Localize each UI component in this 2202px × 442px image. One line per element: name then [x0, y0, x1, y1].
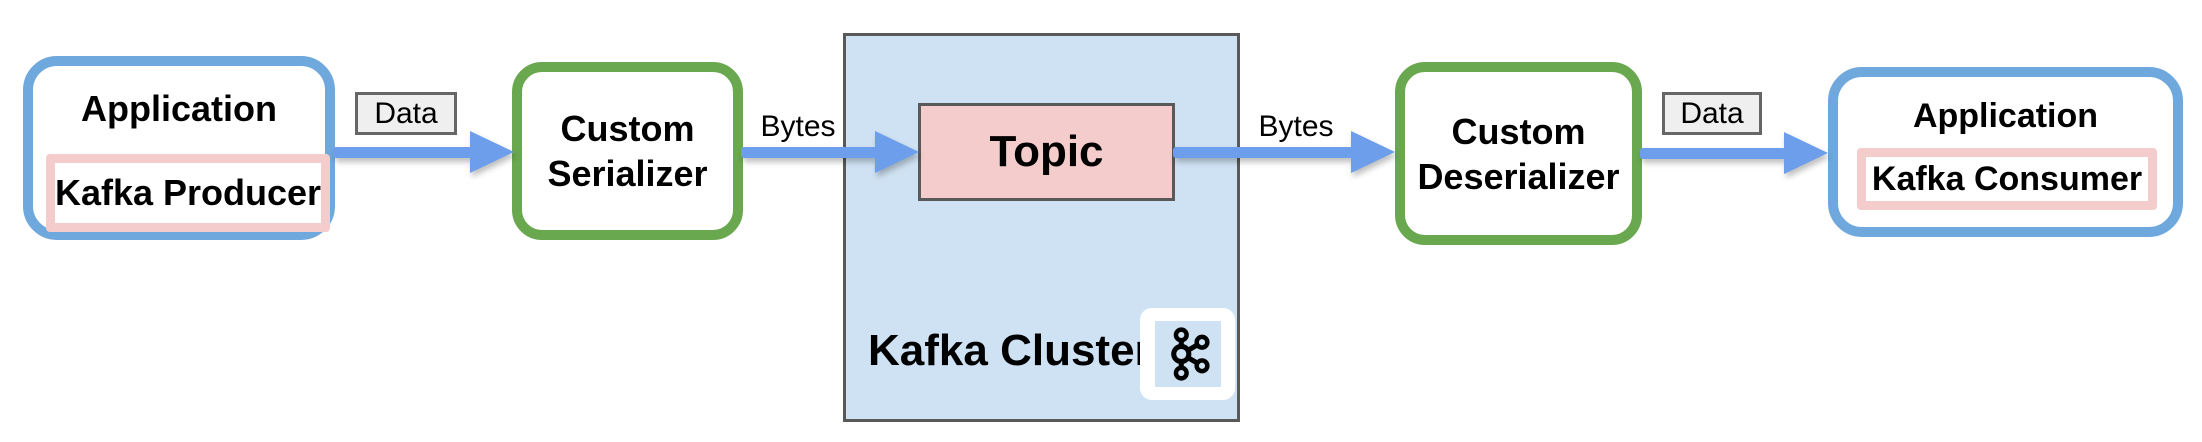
- arrow-shaft: [741, 147, 877, 158]
- kafka-cluster-box: Topic Kafka Cluster: [843, 33, 1240, 422]
- consumer-application-title: Application: [1912, 97, 2099, 135]
- kafka-cluster-title: Kafka Cluster: [868, 326, 1152, 375]
- arrow-shaft: [1640, 148, 1786, 159]
- arrow-head-icon: [1784, 132, 1828, 174]
- arrow-producer-to-serializer: [333, 131, 514, 173]
- arrow-head-icon: [875, 131, 919, 173]
- arrow-head-icon: [470, 131, 514, 173]
- kafka-producer-box: Kafka Producer: [46, 154, 330, 232]
- custom-serializer-box: Custom Serializer: [512, 62, 743, 240]
- kafka-logo-frame: [1140, 308, 1235, 400]
- arrow-deserializer-to-consumer: [1640, 132, 1828, 174]
- data-tag-consumer: Data: [1662, 92, 1762, 135]
- kafka-logo-background: [1154, 321, 1221, 387]
- producer-application-title: Application: [81, 88, 277, 129]
- arrow-shaft: [1173, 147, 1353, 158]
- arrow-topic-to-deserializer: [1173, 131, 1395, 173]
- arrow-head-icon: [1351, 131, 1395, 173]
- kafka-logo-icon: [1170, 327, 1210, 381]
- arrow-serializer-to-topic: [741, 131, 919, 173]
- custom-deserializer-box: Custom Deserializer: [1395, 62, 1642, 245]
- data-tag-producer: Data: [355, 92, 457, 135]
- arrow-shaft: [333, 147, 472, 158]
- consumer-application-box: Application Kafka Consumer: [1828, 67, 2183, 237]
- producer-application-box: Application Kafka Producer: [23, 56, 335, 240]
- topic-box: Topic: [918, 103, 1175, 201]
- bytes-label-out: Bytes: [1258, 110, 1334, 143]
- kafka-consumer-box: Kafka Consumer: [1857, 148, 2157, 210]
- bytes-label-in: Bytes: [760, 110, 836, 143]
